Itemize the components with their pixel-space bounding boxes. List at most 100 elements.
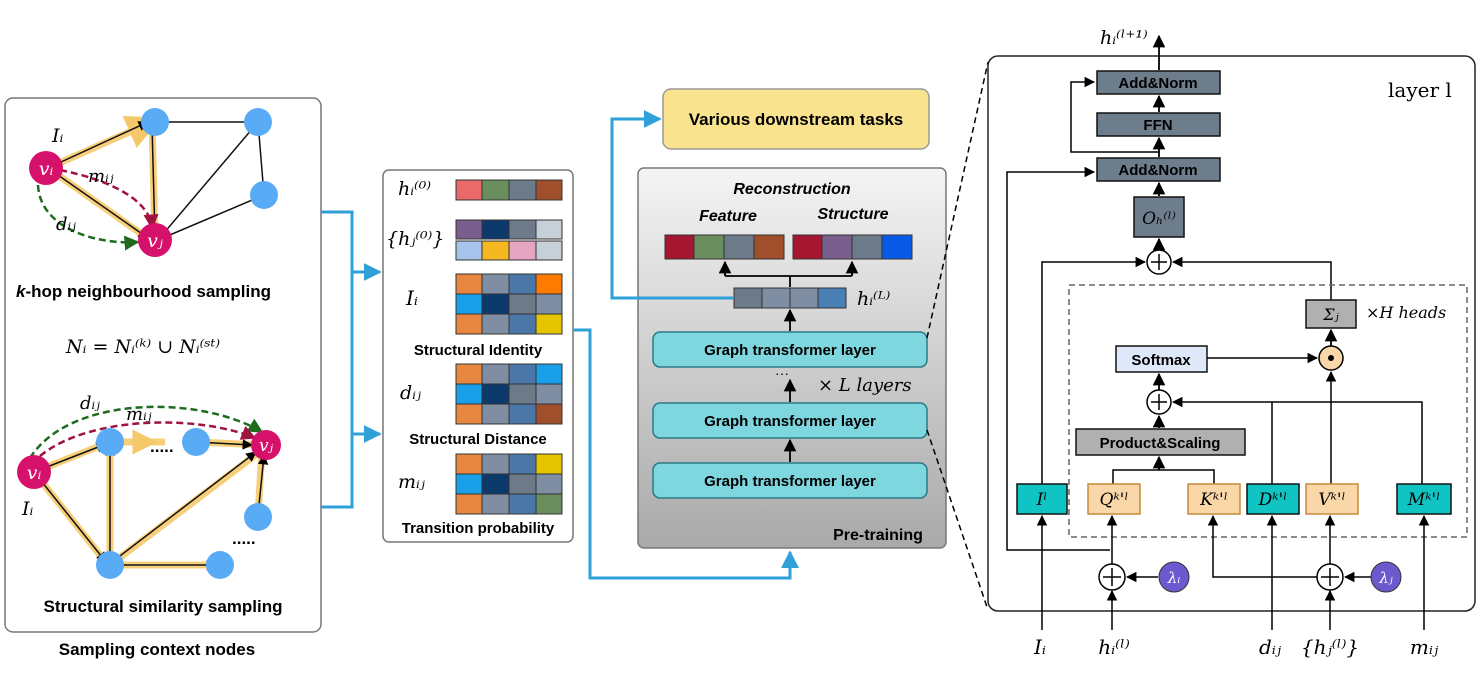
left-panel: vᵢ vⱼ Iᵢ mᵢⱼ dᵢⱼ k-hop neighbourhood sam… — [4, 97, 322, 633]
node-vi-label: vᵢ — [39, 158, 54, 180]
heads-label: ×H heads — [1366, 303, 1446, 322]
node-vi — [17, 455, 51, 489]
gt-layer-middle — [652, 402, 928, 439]
K-box — [1187, 483, 1241, 515]
product-scaling-box — [1075, 428, 1246, 456]
V-label: Vᵏ'ˡ — [1318, 490, 1345, 510]
heads-box — [1068, 284, 1468, 538]
gt-layer-bottom-label: Graph transformer layer — [704, 473, 876, 490]
M-box — [1396, 483, 1452, 515]
lambda-j-label: λⱼ — [1378, 569, 1393, 587]
node-vi-label: vᵢ — [27, 462, 42, 484]
softmax-label: Softmax — [1131, 352, 1191, 369]
downstream-connector — [610, 110, 734, 300]
V-box — [1305, 483, 1359, 515]
d-ij-label: dᵢⱼ — [80, 393, 100, 414]
flow-connectors-left — [321, 210, 382, 509]
pretraining-label: Pre-training — [833, 527, 923, 544]
I-l-box — [1016, 483, 1068, 515]
structure-vector — [792, 234, 913, 260]
reconstruction-title: Reconstruction — [733, 181, 851, 198]
gt-layer-bottom — [652, 462, 928, 499]
O-h-label: Oₕ⁽ˡ⁾ — [1142, 209, 1176, 229]
flow-connector-mid — [573, 328, 799, 580]
m-ij-label: mᵢⱼ — [88, 166, 114, 187]
m-ij-label: mᵢⱼ — [126, 404, 152, 425]
gt-layer-top — [652, 331, 928, 368]
k-hop-text: -hop neighbourhood sampling — [25, 282, 271, 301]
lambda-i-label: λᵢ — [1167, 569, 1181, 587]
gt-layer-middle-label: Graph transformer layer — [704, 413, 876, 430]
layer-detail-panel: layer l hᵢ⁽ˡ⁺¹⁾ Add&Norm FFN Add&Norm Oₕ… — [987, 27, 1476, 630]
I-i-label: Iᵢ — [21, 498, 34, 520]
I-i-label: Iᵢ — [405, 286, 418, 310]
k-hop-caption: k-hop neighbourhood sampling — [16, 282, 271, 301]
x-layers-label: × L layers — [818, 375, 912, 396]
node-vj — [138, 223, 172, 257]
graph-node — [141, 108, 169, 136]
graph-node — [96, 551, 124, 579]
structure-label: Structure — [817, 206, 888, 223]
layer-ellipsis: ··· — [775, 365, 789, 381]
softmax-box — [1115, 345, 1208, 373]
add-norm-bottom — [1096, 157, 1221, 182]
graph-node — [244, 503, 272, 531]
graph-node — [96, 428, 124, 456]
d-ij-label: dᵢⱼ — [400, 382, 421, 404]
d-ij-label: dᵢⱼ — [56, 214, 76, 235]
input-hj-label: {hⱼ⁽ˡ⁾} — [1301, 635, 1359, 659]
ellipsis: ..... — [232, 529, 256, 548]
O-h-box — [1133, 196, 1185, 238]
input-I-label: Iᵢ — [1033, 635, 1046, 659]
ellipsis: ..... — [150, 437, 174, 456]
context-formula: Nᵢ = Nᵢ⁽ᵏ⁾ ∪ Nᵢ⁽ˢᵗ⁾ — [65, 336, 220, 358]
ffn-label: FFN — [1143, 117, 1172, 134]
Q-label: Qᵏ'ˡ — [1100, 490, 1129, 510]
node-vj — [251, 430, 281, 460]
h-i0-label: hᵢ⁽⁰⁾ — [398, 178, 431, 200]
graph-node — [250, 181, 278, 209]
m-ij-label: mᵢⱼ — [398, 471, 425, 493]
layer-l-label: layer l — [1388, 78, 1452, 102]
node-vj-label: vⱼ — [259, 436, 274, 456]
structural-identity-caption: Structural Identity — [414, 342, 543, 359]
structural-identity-matrix — [455, 273, 563, 335]
D-label: Dᵏ'ˡ — [1258, 490, 1288, 510]
structural-features-panel: hᵢ⁽⁰⁾ {hⱼ⁽⁰⁾} Iᵢ — [382, 169, 574, 543]
h-next-label: hᵢ⁽ˡ⁺¹⁾ — [1100, 27, 1148, 49]
h-j0-vectors — [455, 219, 563, 261]
D-box — [1246, 483, 1300, 515]
feature-vector — [664, 234, 785, 260]
downstream-tasks-label: Various downstream tasks — [689, 110, 903, 129]
k-letter: k — [16, 282, 27, 301]
feature-label: Feature — [699, 208, 757, 225]
ffn-box — [1096, 112, 1221, 137]
graph-node — [206, 551, 234, 579]
node-vj-label: vⱼ — [147, 230, 163, 252]
sampling-footer: Sampling context nodes — [59, 640, 255, 659]
structural-distance-matrix — [455, 363, 563, 425]
add-norm-bottom-label: Add&Norm — [1118, 162, 1197, 179]
graph-node — [244, 108, 272, 136]
structural-distance-caption: Structural Distance — [409, 431, 547, 448]
I-l-label: Iˡ — [1036, 490, 1048, 510]
sigma-box — [1305, 299, 1357, 329]
input-m-label: mᵢⱼ — [1410, 635, 1439, 659]
transition-probability-matrix — [455, 453, 563, 515]
h-j0-label: {hⱼ⁽⁰⁾} — [386, 228, 444, 250]
gt-layer-top-label: Graph transformer layer — [704, 342, 876, 359]
Q-box — [1087, 483, 1141, 515]
add-norm-top — [1096, 70, 1221, 95]
K-label: Kᵏ'ˡ — [1199, 490, 1228, 510]
graph-node — [182, 428, 210, 456]
node-vi — [29, 151, 63, 185]
h-i0-vector — [455, 179, 563, 201]
I-i-label: Iᵢ — [51, 125, 64, 147]
add-norm-top-label: Add&Norm — [1118, 75, 1197, 92]
zoom-line — [926, 61, 989, 339]
transition-probability-caption: Transition probability — [402, 520, 555, 537]
input-d-label: dᵢⱼ — [1259, 635, 1282, 659]
input-h-label: hᵢ⁽ˡ⁾ — [1098, 635, 1130, 659]
pretraining-panel: Reconstruction Feature Structure hᵢ⁽ᴸ⁾ G… — [637, 167, 947, 549]
lambda-i-node — [1158, 561, 1190, 593]
